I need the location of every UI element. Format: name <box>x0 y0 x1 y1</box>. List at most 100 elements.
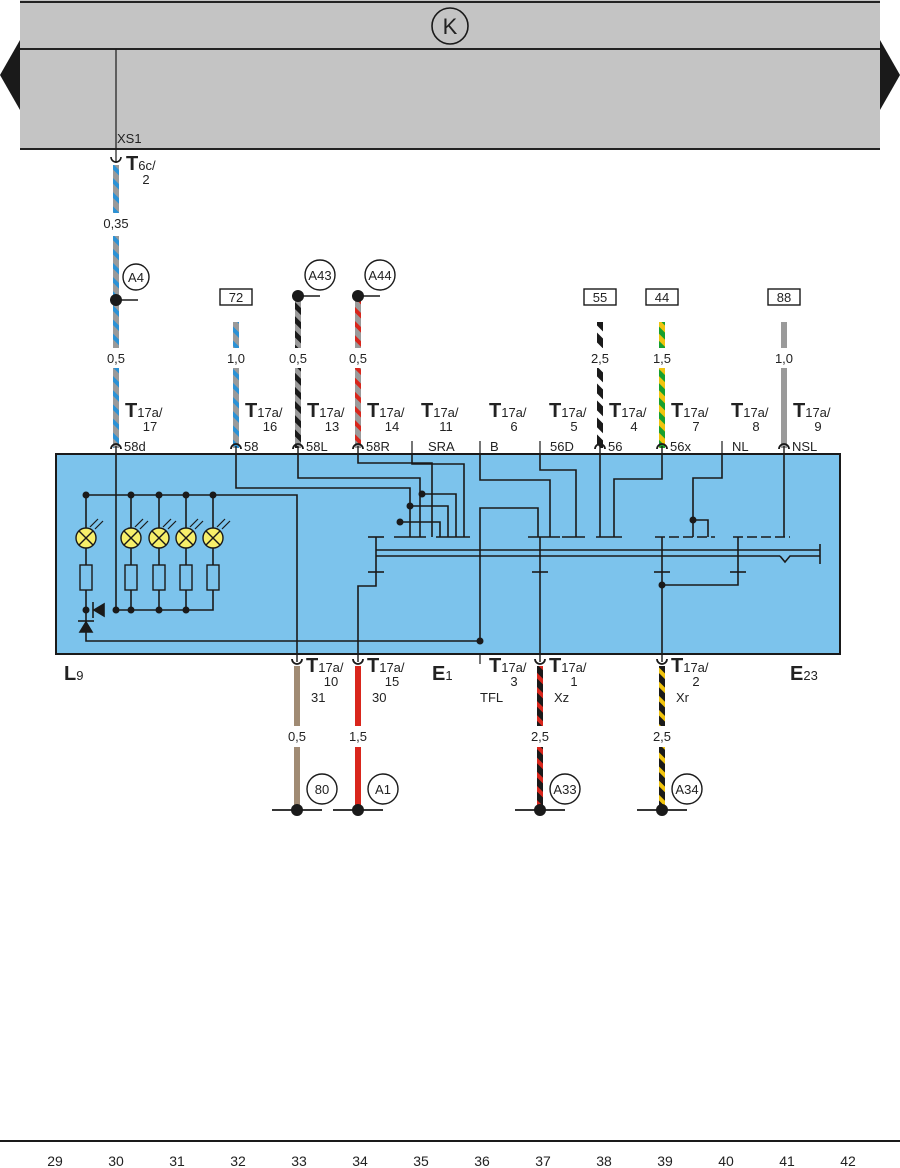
reference-label: 44 <box>655 290 669 305</box>
wire-gauge: 2,5 <box>653 729 671 744</box>
component-main: E <box>790 663 803 685</box>
wire-segment <box>597 322 603 348</box>
pin-label: T17a/ <box>367 400 405 422</box>
reference-circle <box>306 773 338 805</box>
wire-segment <box>537 666 543 726</box>
terminal-label: 58d <box>124 439 146 454</box>
component-sub: 23 <box>803 668 817 683</box>
lamp-icon <box>148 518 177 591</box>
reference-box <box>583 288 617 306</box>
pin-label: T17a/ <box>609 400 647 422</box>
pin-label: T17a/ <box>549 400 587 422</box>
wire-segment <box>233 322 239 348</box>
column-number: 30 <box>108 1153 124 1168</box>
connector-socket-icon <box>292 443 304 450</box>
terminal-label: Xz <box>554 690 569 705</box>
wire-segment <box>355 666 361 726</box>
wire-segment <box>295 368 301 448</box>
reference-label: 55 <box>593 290 607 305</box>
wire-segment <box>113 236 119 348</box>
reference-circle <box>367 773 399 805</box>
column-number: 31 <box>169 1153 185 1168</box>
module-body <box>55 453 841 655</box>
pin-label: T17a/ <box>125 400 163 422</box>
wire-gauge: 1,5 <box>653 351 671 366</box>
wire-segment <box>781 322 787 348</box>
pin-number: 6 <box>510 419 517 434</box>
resistor-icon <box>206 564 220 591</box>
column-number: 29 <box>47 1153 63 1168</box>
reference-label: A44 <box>368 268 391 283</box>
wire-gauge: 2,5 <box>591 351 609 366</box>
pin-number: 16 <box>263 419 277 434</box>
wire-segment <box>113 368 119 448</box>
pin-label: T17a/ <box>489 400 527 422</box>
reference-label: A43 <box>308 268 331 283</box>
pin-number: 14 <box>385 419 399 434</box>
terminal-label: 30 <box>372 690 386 705</box>
column-number: 42 <box>840 1153 856 1168</box>
top-wires: 0,35T6c/2A40,5T17a/1758d1,072T17a/16580,… <box>103 49 831 454</box>
pin-number: 5 <box>570 419 577 434</box>
wire-gauge: 2,5 <box>531 729 549 744</box>
pin-label: T17a/ <box>731 400 769 422</box>
busbar-left-arrow <box>0 40 20 110</box>
pin-number: 13 <box>325 419 339 434</box>
pin-label: T17a/ <box>549 655 587 677</box>
wire-gauge: 0,5 <box>289 351 307 366</box>
wire-gauge: 0,35 <box>103 216 128 231</box>
terminal-label: 58 <box>244 439 258 454</box>
bottom-wires: 0,580T17a/10311,5A1T17a/1530T17a/3TFL2,5… <box>272 654 709 816</box>
reference-circle <box>549 773 581 805</box>
pin-number: 2 <box>692 674 699 689</box>
column-number: 40 <box>718 1153 734 1168</box>
pin-label: T17a/ <box>307 400 345 422</box>
reference-circle <box>364 259 396 291</box>
connector-socket-icon <box>352 443 364 450</box>
resistor-icon <box>124 564 138 591</box>
pin-label: T17a/ <box>367 655 405 677</box>
diode-icon <box>78 602 105 633</box>
pin-number: 11 <box>439 419 453 434</box>
lamp-icon <box>75 518 104 591</box>
component-sub: 1 <box>445 668 452 683</box>
terminal-label: NL <box>732 439 749 454</box>
svg-text:E23: E23 <box>790 663 818 685</box>
wire-gauge: 1,5 <box>349 729 367 744</box>
wire-segment <box>295 300 301 348</box>
column-number: 32 <box>230 1153 246 1168</box>
resistor-icon <box>79 564 93 591</box>
junction-dots <box>82 490 697 645</box>
wire-segment <box>355 368 361 448</box>
pin-label: T17a/ <box>306 655 344 677</box>
indicator-lamps <box>75 518 231 591</box>
splice-dot <box>352 804 364 816</box>
svg-text:E1: E1 <box>432 663 453 685</box>
reference-box <box>645 288 679 306</box>
reference-label: 72 <box>229 290 243 305</box>
wire-gauge: 0,5 <box>349 351 367 366</box>
terminal-label: 56D <box>550 439 574 454</box>
wire-w8: T17a/8NL <box>721 400 769 454</box>
splice-dot <box>291 804 303 816</box>
resistor-icon <box>179 564 193 591</box>
terminal-label: B <box>490 439 499 454</box>
connector-socket-icon <box>534 658 546 665</box>
wire-segment <box>537 747 543 809</box>
wire-segment <box>659 666 665 726</box>
pin-number: 9 <box>814 419 821 434</box>
lamp-icon <box>202 518 231 591</box>
pin-label: T17a/ <box>489 655 527 677</box>
terminal-label: TFL <box>480 690 503 705</box>
svg-text:L9: L9 <box>64 663 83 685</box>
connector-socket-icon <box>778 443 790 450</box>
wire-segment <box>659 747 665 809</box>
wire-gauge: 1,0 <box>227 351 245 366</box>
